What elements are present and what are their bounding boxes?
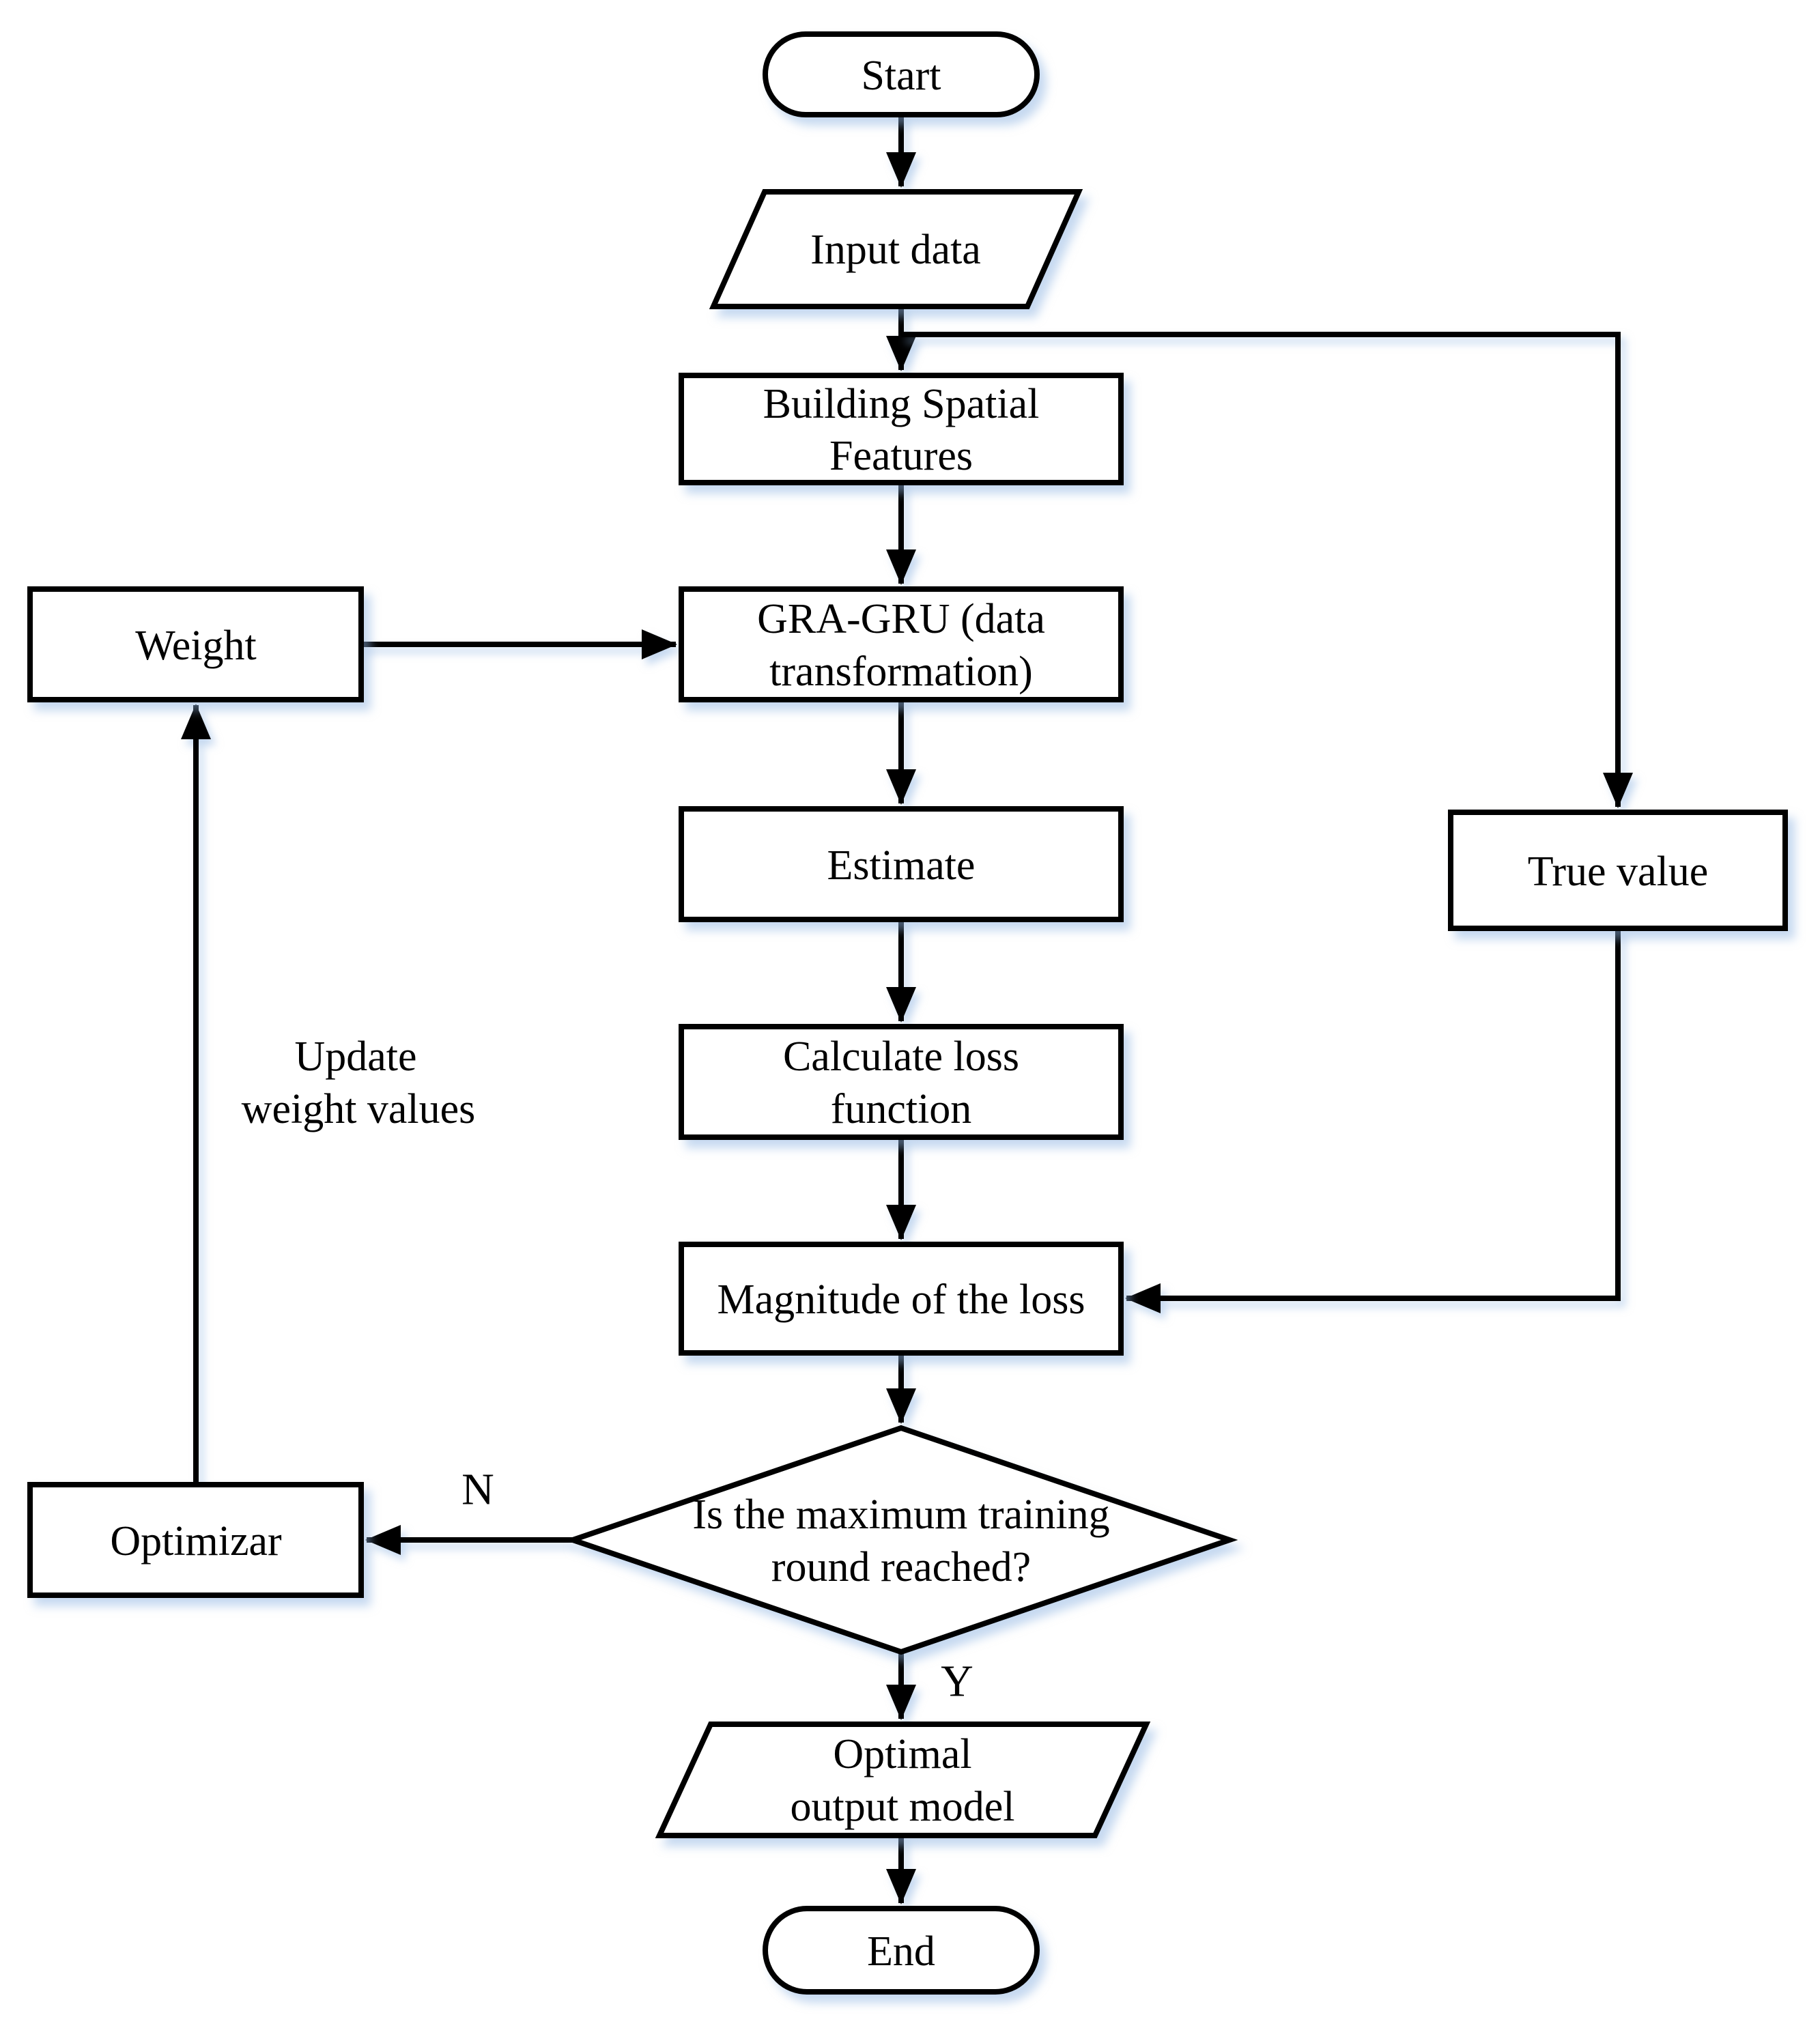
building-spatial-features-line2: Features: [829, 433, 973, 479]
node-gra-gru: GRA-GRU (data transformation): [679, 586, 1124, 702]
gra-gru-line1: GRA-GRU (data: [757, 596, 1045, 642]
gra-gru-line2: transformation): [769, 648, 1033, 695]
true-value-label: True value: [1528, 848, 1709, 895]
estimate-label: Estimate: [827, 842, 976, 889]
decision-line1: Is the maximum training: [692, 1491, 1109, 1538]
node-calculate-loss: Calculate loss function: [679, 1024, 1124, 1140]
node-building-spatial-features: Building Spatial Features: [679, 373, 1124, 485]
start-label: Start: [861, 53, 941, 99]
node-layer: Start Input data Building Spatial Featur…: [27, 31, 1788, 1995]
node-start: Start: [763, 31, 1040, 117]
edge-input-to-true-value: [901, 332, 1633, 808]
estimate-rect: [679, 806, 1124, 922]
end-terminator-shape: [763, 1906, 1040, 1995]
decision-diamond: [564, 1425, 1238, 1655]
gra-gru-rect: [679, 586, 1124, 702]
node-end: End: [763, 1906, 1040, 1995]
optimizar-label: Optimizar: [110, 1518, 282, 1565]
node-optimizar: Optimizar: [27, 1482, 364, 1598]
optimal-output-line2: output model: [791, 1784, 1015, 1830]
edge-true-value-to-magnitude: [1125, 928, 1621, 1313]
magnitude-of-loss-label: Magnitude of the loss: [717, 1276, 1085, 1323]
update-weight-values-line1: Update: [294, 1033, 416, 1080]
weight-label: Weight: [135, 623, 257, 669]
node-magnitude-of-loss: Magnitude of the loss: [679, 1242, 1124, 1356]
optimal-output-line1: Optimal: [833, 1731, 971, 1777]
branch-yes-label: Y: [941, 1657, 973, 1706]
branch-no-label: N: [461, 1465, 494, 1515]
node-estimate: Estimate: [679, 806, 1124, 922]
node-decision: Is the maximum training round reached?: [564, 1425, 1238, 1655]
edge-layer: [181, 115, 1633, 1904]
optimal-output-parallelogram: [655, 1722, 1151, 1838]
true-value-rect: [1448, 810, 1788, 931]
node-input-data: Input data: [709, 189, 1083, 309]
update-weight-values-line2: weight values: [242, 1086, 476, 1132]
magnitude-of-loss-rect: [679, 1242, 1124, 1356]
node-true-value: True value: [1448, 810, 1788, 931]
end-label: End: [867, 1928, 935, 1975]
calculate-loss-rect: [679, 1024, 1124, 1140]
input-data-parallelogram: [709, 189, 1083, 309]
node-optimal-output-model: Optimal output model: [655, 1722, 1151, 1838]
input-data-label: Input data: [810, 227, 981, 273]
building-spatial-features-line1: Building Spatial: [763, 381, 1040, 427]
edge-label-layer: N Y Update weight values: [242, 1033, 973, 1706]
start-terminator-shape: [763, 31, 1040, 117]
calculate-loss-line1: Calculate loss: [783, 1033, 1019, 1080]
calculate-loss-line2: function: [831, 1086, 972, 1132]
optimizar-rect: [27, 1482, 364, 1598]
decision-line2: round reached?: [771, 1544, 1031, 1590]
building-spatial-features-rect: [679, 373, 1124, 485]
node-weight: Weight: [27, 586, 364, 702]
weight-rect: [27, 586, 364, 702]
